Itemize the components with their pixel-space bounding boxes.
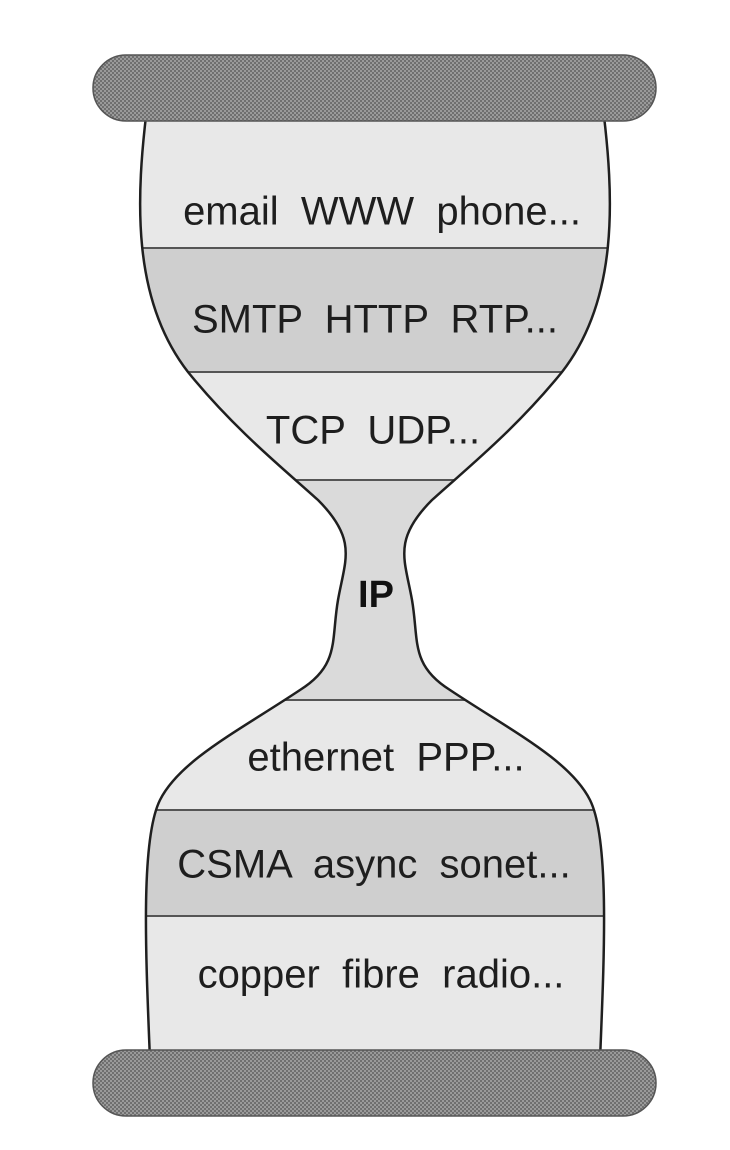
top-cap [92,54,657,122]
band-application-protocols [140,248,610,372]
layer-label-transport: TCP UDP... [266,409,480,453]
band-physical [140,916,610,1060]
layer-label-applications: email WWW phone... [183,190,581,234]
layer-label-physical: copper fibre radio... [198,953,565,997]
band-access [140,810,610,916]
layer-label-application-protocols: SMTP HTTP RTP... [192,298,558,342]
band-applications [140,100,610,248]
bottom-cap [92,1049,657,1117]
layer-label-link: ethernet PPP... [247,736,524,780]
layer-label-access: CSMA async sonet... [177,843,571,887]
layer-label-network: IP [358,574,394,616]
